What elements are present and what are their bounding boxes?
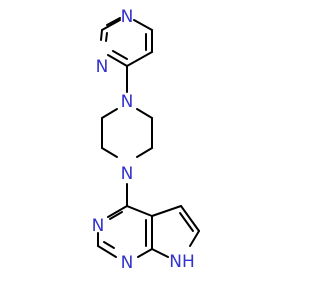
bond bbox=[126, 205, 153, 217]
bond bbox=[136, 147, 153, 158]
bond bbox=[151, 248, 169, 258]
atom-piperazine-n-bottom: N bbox=[121, 164, 134, 184]
bond bbox=[137, 248, 153, 258]
bond bbox=[97, 245, 117, 258]
atom-pyrrole-nh: NH bbox=[169, 252, 195, 272]
bond bbox=[112, 50, 128, 60]
bond bbox=[103, 241, 115, 249]
bond bbox=[105, 32, 108, 42]
bond bbox=[126, 51, 153, 67]
bond bbox=[136, 108, 153, 119]
bond bbox=[133, 19, 153, 31]
atom-label: N bbox=[121, 253, 134, 273]
atom-labels: N N N N N N NH bbox=[92, 7, 195, 273]
bond bbox=[151, 205, 182, 217]
atom-label: N bbox=[121, 7, 134, 27]
atom-label: N bbox=[121, 92, 134, 112]
atom-piperazine-n-top: N bbox=[121, 92, 134, 112]
bond bbox=[189, 230, 200, 247]
atom-label: NH bbox=[169, 252, 195, 272]
bond bbox=[107, 54, 128, 67]
molecule-structure: N N N N N N NH bbox=[92, 7, 200, 273]
atom-pyrrolopyrimidine-n-bottom: N bbox=[121, 253, 134, 273]
bond bbox=[107, 205, 128, 218]
atom-pyrrolopyrimidine-n-left: N bbox=[92, 216, 105, 236]
bond bbox=[179, 212, 194, 232]
bonds bbox=[97, 17, 200, 258]
bond bbox=[101, 19, 121, 31]
bond bbox=[106, 17, 121, 26]
atom-pyrimidine-n-top: N bbox=[121, 7, 134, 27]
bond bbox=[101, 147, 118, 158]
bond bbox=[109, 211, 123, 220]
atom-label: N bbox=[92, 216, 105, 236]
bond bbox=[180, 205, 200, 232]
atom-label: N bbox=[96, 57, 109, 77]
atom-pyrimidine-n-left: N bbox=[96, 57, 109, 77]
bond bbox=[101, 108, 118, 119]
bond bbox=[100, 29, 103, 41]
atom-label: N bbox=[121, 164, 134, 184]
